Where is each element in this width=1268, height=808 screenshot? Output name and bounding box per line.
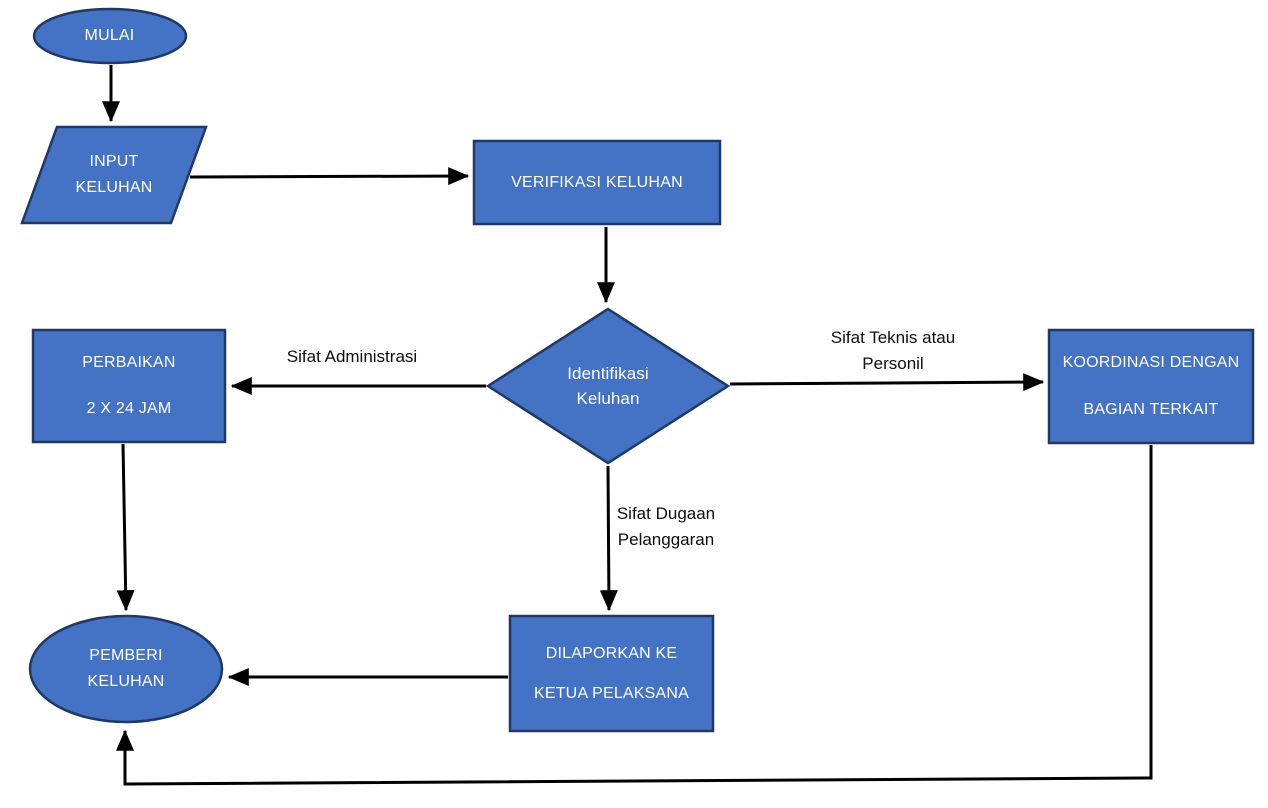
process-koordinasi xyxy=(1047,328,1255,445)
connector-koordinasi-to-pemberi xyxy=(116,445,1153,786)
process-verifikasi-keluhan xyxy=(472,139,722,226)
process-perbaikan xyxy=(31,328,227,444)
connector-identifikasi-to-koordinasi xyxy=(729,373,1045,392)
connector-identifikasi-to-dilaporkan xyxy=(599,465,618,612)
terminator-mulai xyxy=(32,7,188,65)
io-input-keluhan xyxy=(20,125,208,225)
connector-perbaikan-to-pemberi xyxy=(116,443,135,612)
decision-identifikasi-keluhan xyxy=(485,307,731,465)
connector-input-to-verifikasi xyxy=(189,167,470,186)
process-dilaporkan xyxy=(508,614,715,733)
terminator-pemberi-keluhan xyxy=(28,614,224,724)
